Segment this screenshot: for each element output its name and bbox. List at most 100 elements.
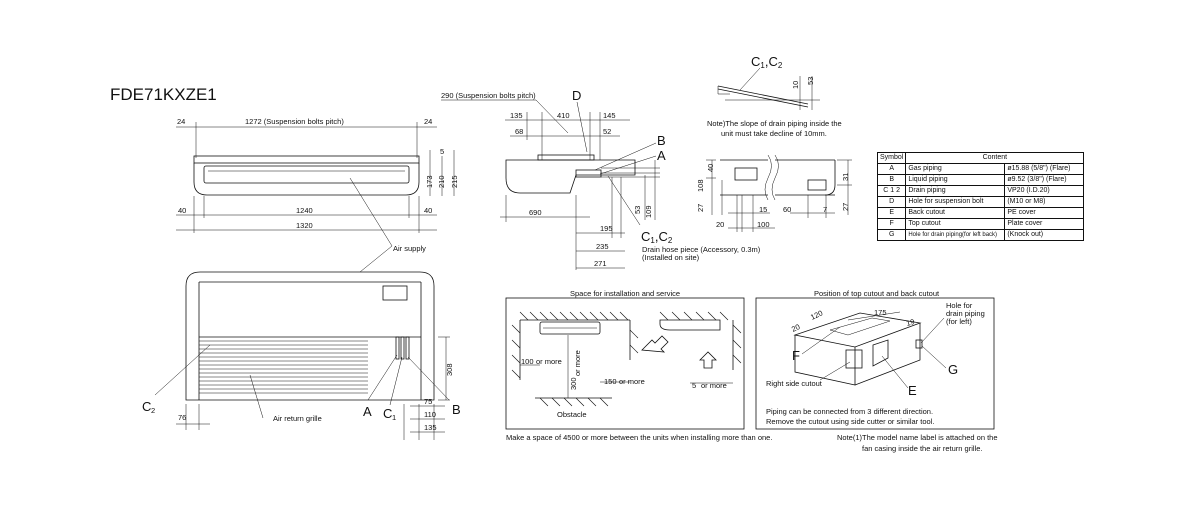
air-supply-label: Air supply [393, 244, 426, 253]
dim-210: 210 [437, 175, 446, 188]
table-row: D Hole for suspension bolt (M10 or M8) [876, 196, 1085, 208]
air-return-grille-lines [199, 340, 368, 394]
hole-drain-label-3: (for left) [946, 317, 972, 326]
dim-31-pipe: 31 [841, 173, 850, 181]
dim-40-left: 40 [178, 206, 186, 215]
label-c12-slope: C1,C2 [751, 54, 783, 70]
table-row: G Hole for drain piping(for left back) (… [876, 229, 1085, 241]
unit-side-body [505, 159, 636, 194]
pipe-a [395, 336, 400, 360]
dim-235: 235 [596, 242, 609, 251]
model-label-plate [382, 285, 408, 301]
dim-24-left: 24 [177, 117, 185, 126]
dim-109: 109 [644, 205, 653, 218]
service-space-title: Space for installation and service [570, 289, 680, 298]
service-space-frame [505, 297, 745, 430]
table-row: A Gas piping ø15.88 (5/8") (Flare) [876, 163, 1085, 175]
label-f: F [792, 348, 800, 363]
right-side-cutout-label: Right side cutout [766, 379, 823, 388]
dim-68: 68 [515, 127, 523, 136]
up-arrow-icon [699, 351, 717, 369]
label-a-bottom: A [363, 404, 372, 419]
front-view: 24 1272 (Suspension bolts pitch) 24 5 17… [176, 117, 459, 273]
dim-20-pipe: 20 [716, 220, 724, 229]
dim-60-pipe: 60 [783, 205, 791, 214]
dim-1240: 1240 [296, 206, 313, 215]
side-view: 290 (Suspension bolts pitch) D 135 410 1… [441, 88, 761, 270]
dim-53-side: 53 [633, 206, 642, 214]
dim-100-pipe: 100 [757, 220, 770, 229]
hole-drain-label-2: drain piping [946, 309, 985, 318]
dim-52: 52 [603, 127, 611, 136]
direction-arrow-icon [641, 335, 669, 353]
label-c2-sub: 2 [151, 406, 155, 415]
drain-hose-note: Drain hose piece (Accessory, 0.3m) [642, 245, 761, 254]
label-a-side: A [657, 148, 666, 163]
dim-290-pitch: 290 (Suspension bolts pitch) [441, 91, 536, 100]
cutout-note-1: Piping can be connected from 3 different… [766, 407, 933, 416]
symbol-table: Symbol Content A Gas piping ø15.88 (5/8"… [876, 152, 1085, 241]
drain-socket-right [807, 179, 827, 191]
dim-1320: 1320 [296, 221, 313, 230]
space-5: 5 [692, 381, 696, 390]
bottom-view: 308 76 75 110 135 C 2 A C 1 B Air return… [142, 271, 461, 440]
unit-front-small [539, 321, 601, 335]
cutout-175: 175 [874, 308, 887, 317]
space-100-or-more: or more [536, 357, 562, 366]
pipe-body-left [720, 159, 768, 196]
drain-outlet [575, 169, 602, 178]
cutout-note-4: fan casing inside the air return grille. [862, 444, 982, 453]
dim-135: 135 [424, 423, 437, 432]
service-space-caption: Make a space of 4500 or more between the… [506, 433, 772, 442]
label-c2-bottom: C [142, 399, 151, 414]
front-louver [203, 165, 410, 184]
cutout-title: Position of top cutout and back cutout [814, 289, 940, 298]
back-cutout [872, 339, 889, 367]
cutout-19: 19 [905, 317, 915, 328]
unit-top-plate [193, 155, 420, 164]
space-300-or-more: or more [573, 350, 582, 376]
space-150: 150 [604, 377, 617, 386]
air-return-label: Air return grille [273, 414, 322, 423]
label-c12-side: C1,C2 [641, 229, 673, 245]
space-5-or-more: or more [701, 381, 727, 390]
label-e: E [908, 383, 917, 398]
table-row: F Top cutout Plate cover [876, 218, 1085, 230]
drain-hose-note-2: (Installed on site) [642, 253, 700, 262]
unit-side-face [854, 323, 921, 386]
dim-40-pipe: 40 [706, 164, 715, 172]
dim-195: 195 [600, 224, 613, 233]
dim-173: 173 [425, 175, 434, 188]
dim-271: 271 [594, 259, 607, 268]
slope-view: C1,C2 10 53 Note)The slope of drain pipi… [707, 54, 842, 138]
dim-53-slope: 53 [806, 77, 815, 85]
right-side-cutout [845, 349, 863, 369]
space-100: 100 [521, 357, 534, 366]
dim-15-pipe: 15 [759, 205, 767, 214]
cutout-note-2: Remove the cutout using side cutter or s… [766, 417, 934, 426]
dim-27-pipe-left: 27 [696, 204, 705, 212]
dim-27-pipe-right: 27 [841, 203, 850, 211]
service-space-panel: Space for installation and service 100 o… [505, 289, 772, 442]
suspension-bracket [537, 154, 595, 161]
slope-note: Note)The slope of drain piping inside th… [707, 119, 842, 128]
pipe-c1 [400, 336, 405, 360]
drain-knock-out [915, 339, 923, 349]
dim-5: 5 [440, 147, 444, 156]
table-row: C 1 2 Drain piping VP20 (I.D.20) [876, 185, 1085, 197]
space-300: 300 [569, 377, 578, 390]
cutout-panel: Position of top cutout and back cutout 1… [755, 289, 998, 453]
label-g: G [948, 362, 958, 377]
cutout-120: 120 [809, 308, 824, 321]
unit-side-small [659, 319, 721, 331]
cutout-note-3: Note(1)The model name label is attached … [837, 433, 998, 442]
dim-24-right: 24 [424, 117, 432, 126]
pipe-b [405, 336, 410, 360]
dim-75: 75 [424, 397, 432, 406]
unit-bottom-outline [185, 271, 435, 401]
model-title: FDE71KXZE1 [110, 85, 217, 104]
dim-215: 215 [450, 175, 459, 188]
pipe-connection-view: 40 108 27 20 15 100 60 7 31 27 [696, 154, 852, 232]
